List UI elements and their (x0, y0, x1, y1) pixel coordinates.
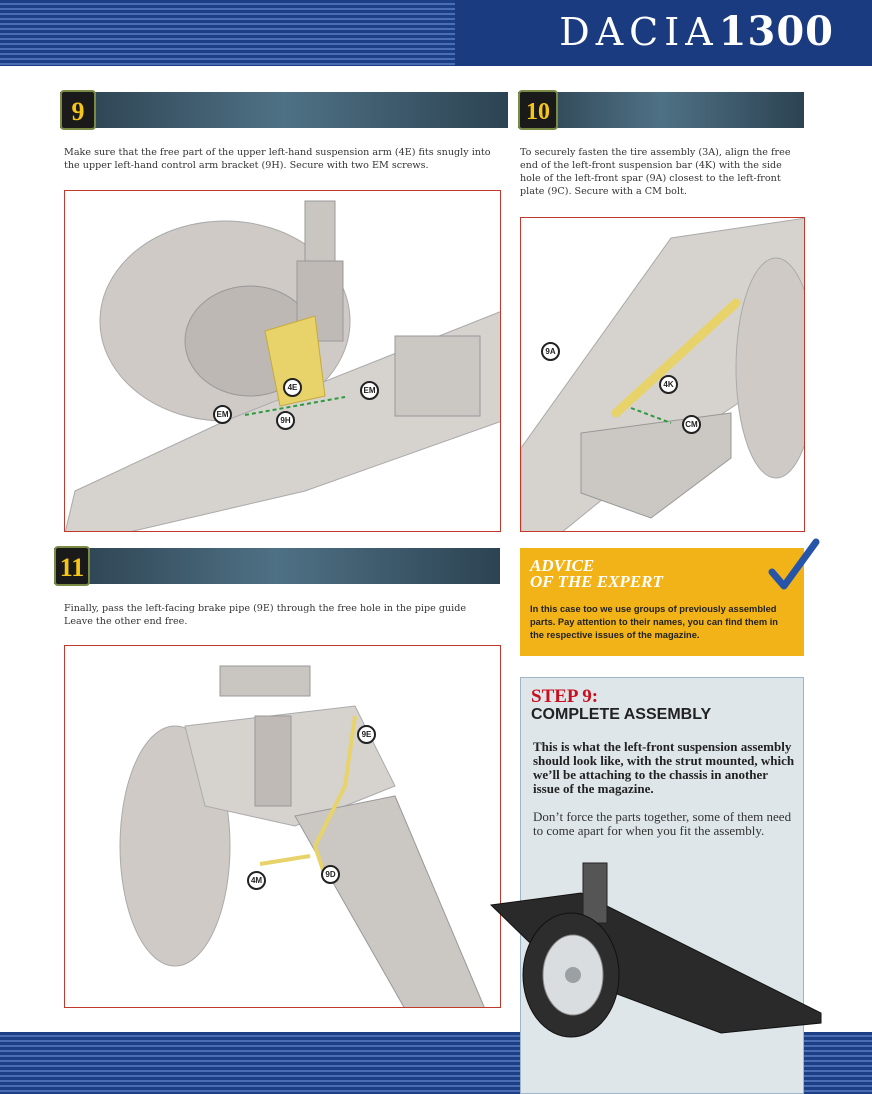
plate-9C (580, 412, 732, 519)
step-9-paragraph-2: Don’t force the parts together, some of … (533, 809, 792, 838)
step-9-number: 9 (60, 90, 96, 130)
step-9-bar: 9 (60, 90, 508, 130)
screw-guide (244, 396, 346, 416)
step-9-label: STEP 9: (531, 686, 599, 707)
advice-box: ADVICE OF THE EXPERT In this case too we… (520, 538, 820, 656)
callout-9D: 9D (321, 865, 340, 884)
callout-9H: 9H (276, 411, 295, 430)
strut-top (304, 200, 336, 262)
step-10-illustration: 9A 4K CM (520, 217, 805, 532)
step-11-illustration: 9E 4M 9D (64, 645, 501, 1008)
coil-spring (254, 715, 292, 807)
step-9-illustration: 4E EM EM 9H (64, 190, 501, 532)
step-9-drawing (65, 200, 500, 531)
advice-title-line2: OF THE EXPERT (530, 572, 663, 591)
tire (735, 257, 804, 479)
header-band (455, 0, 872, 66)
callout-EM-left: EM (213, 405, 232, 424)
callout-4E: 4E (283, 378, 302, 397)
brand-word: DACIA (559, 10, 719, 54)
highlight-4M (259, 854, 311, 866)
step-10-number: 10 (518, 90, 558, 130)
highlight-arm-4E (264, 315, 326, 407)
step-10-drawing (521, 218, 804, 531)
strut (582, 862, 608, 924)
step-9-text: Make sure that the free part of the uppe… (64, 147, 491, 171)
advice-title-line1: ADVICE (530, 556, 595, 575)
chassis-arm (294, 795, 485, 1007)
step-11-drawing (119, 665, 485, 1007)
checkmark-icon (768, 538, 820, 590)
step-11-text: Finally, pass the left-facing brake pipe… (64, 603, 467, 627)
step-9-subtitle: COMPLETE ASSEMBLY (531, 706, 712, 723)
step-9-paragraph-1: This is what the left-front suspension a… (533, 739, 795, 796)
callout-4M: 4M (247, 871, 266, 890)
callout-4K: 4K (659, 375, 678, 394)
assembly-illustration (489, 862, 822, 1038)
step-11-number: 11 (54, 546, 90, 586)
brand-number: 1300 (718, 8, 834, 55)
brake-pipe-9E (312, 715, 357, 877)
brand-logo: DACIA1300 (559, 8, 834, 55)
callout-9A: 9A (541, 342, 560, 361)
strut-mount (219, 665, 311, 697)
advice-title: ADVICE OF THE EXPERT (530, 556, 663, 591)
step-9-summary-box: STEP 9: COMPLETE ASSEMBLY This is what t… (489, 677, 822, 1094)
page-header: DACIA1300 (0, 0, 872, 66)
hub (565, 967, 581, 983)
callout-9E: 9E (357, 725, 376, 744)
callout-EM-right: EM (360, 381, 379, 400)
callout-CM: CM (682, 415, 701, 434)
step-10-bar: 10 (518, 90, 804, 130)
step-10-text: To securely fasten the tire assembly (3A… (520, 147, 791, 197)
bracket-plate (394, 335, 481, 417)
advice-text: In this case too we use groups of previo… (530, 604, 778, 640)
bolt-guide (630, 407, 672, 424)
step-11-bar: 11 (54, 546, 500, 586)
highlight-bar-4K (611, 298, 741, 418)
header-stripes (0, 0, 455, 66)
